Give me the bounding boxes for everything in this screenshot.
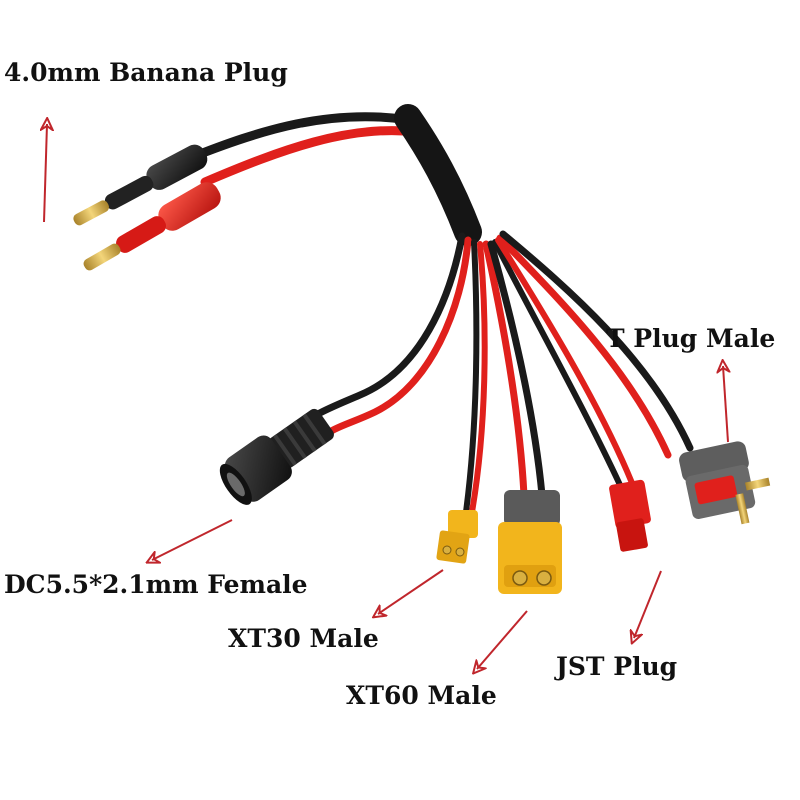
- jst-label: JST Plug: [556, 652, 678, 681]
- xt60-label: XT60 Male: [346, 681, 497, 710]
- xt30-label: XT30 Male: [228, 624, 379, 653]
- jst-arrow: [634, 570, 662, 638]
- banana-red-wire: [200, 126, 421, 187]
- xt30-red-wire: [469, 241, 488, 515]
- xt60-red-wire: [482, 240, 528, 499]
- xt30-black-wire: [463, 239, 480, 515]
- dc-red-wire: [314, 236, 472, 444]
- dc-barrel-connector: [219, 408, 334, 505]
- tplug-red-wire: [496, 234, 672, 459]
- t-plug-connector: [679, 441, 771, 525]
- xt30-arrow: [378, 569, 444, 614]
- xt30-connector: [436, 510, 478, 564]
- banana-arrow: [44, 124, 47, 223]
- banana-plug-black: [73, 144, 208, 226]
- tplug-arrow: [723, 366, 728, 443]
- dc-black-wire: [294, 232, 466, 434]
- dc-arrow: [152, 519, 233, 560]
- banana-plug-label: 4.0mm Banana Plug: [4, 58, 288, 87]
- jst-red-wire: [495, 237, 635, 486]
- t-plug-label: T Plug Male: [606, 324, 776, 353]
- banana-black-wire: [185, 112, 415, 163]
- xt60-connector: [498, 490, 562, 594]
- xt60-arrow: [477, 610, 528, 669]
- jst-connector: [609, 479, 651, 552]
- banana-plug-red: [83, 182, 221, 271]
- tplug-black-wire: [499, 230, 694, 452]
- xt60-black-wire: [487, 240, 546, 499]
- splitter-sleeve: [394, 104, 482, 246]
- dc-female-label: DC5.5*2.1mm Female: [4, 570, 308, 599]
- jst-black-wire: [492, 239, 623, 488]
